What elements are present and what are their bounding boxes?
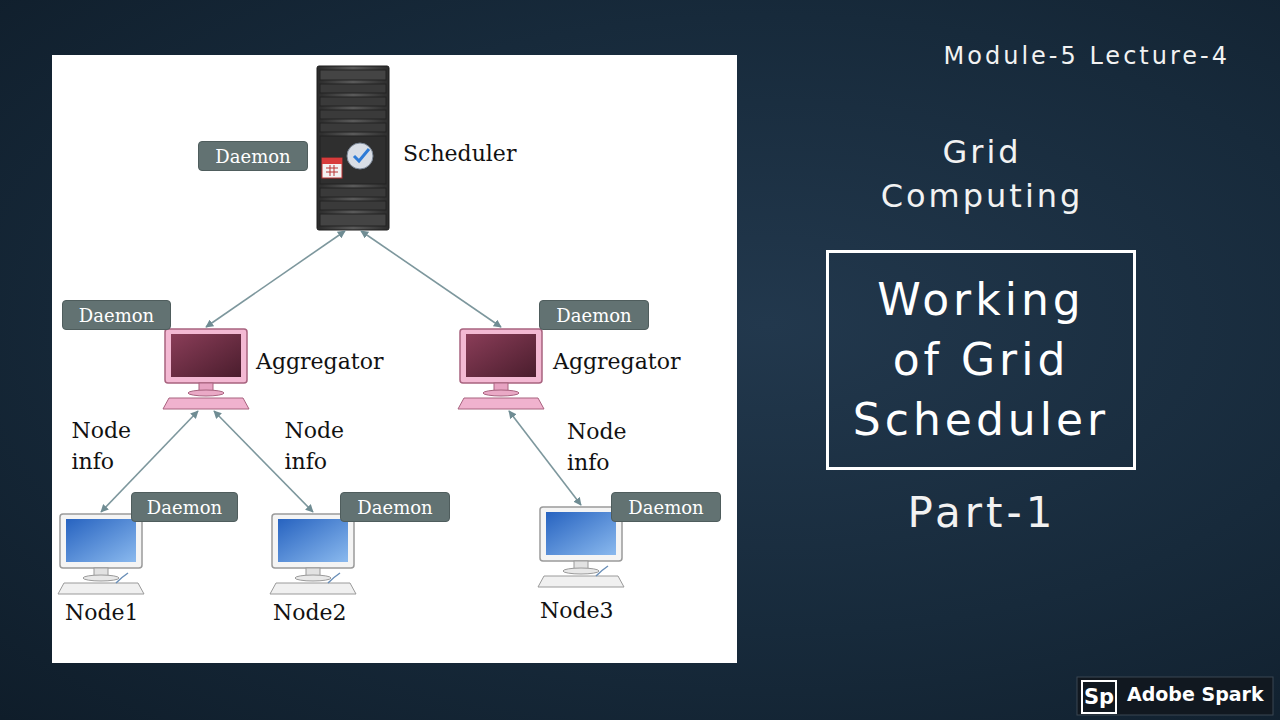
daemon-label: Daemon <box>215 146 290 167</box>
daemon-tag: Daemon <box>539 300 649 330</box>
node-computer: Node3Daemon <box>538 505 624 589</box>
server-icon <box>317 66 389 230</box>
daemon-tag: Daemon <box>62 300 171 330</box>
edge-label: Node info <box>567 416 633 478</box>
data-link <box>361 231 501 327</box>
aggregator-computer: AggregatorDaemon <box>458 327 544 411</box>
daemon-tag: Daemon <box>340 492 450 522</box>
edge-label: Node info <box>72 415 138 477</box>
daemon-label: Daemon <box>628 497 703 518</box>
node-computer: Node1Daemon <box>58 512 144 596</box>
aggregator-monitor <box>458 329 544 409</box>
daemon-label: Daemon <box>556 305 631 326</box>
edge-label: Node info <box>285 415 351 477</box>
clock-symbol <box>347 143 373 169</box>
daemon-tag: Daemon <box>198 141 308 171</box>
device-label: Aggregator <box>553 349 680 375</box>
calendar-symbol <box>322 158 342 178</box>
check-symbol <box>354 149 369 161</box>
brand-watermark: Adobe Spark <box>1127 683 1264 705</box>
lecture-label: Module-5 Lecture-4 <box>944 42 1230 70</box>
device-label: Node1 <box>65 600 139 626</box>
daemon-tag: Daemon <box>611 492 721 522</box>
aggregator-computer: AggregatorDaemon <box>163 327 249 411</box>
device-label: Node2 <box>273 600 347 626</box>
box-backdrop <box>826 250 1136 470</box>
slide-title: Grid Computing <box>857 130 1107 218</box>
topic-text: Working of Grid Scheduler <box>848 270 1114 450</box>
watermark-bar <box>1077 677 1273 715</box>
device-label: Aggregator <box>256 349 383 375</box>
diagram-panel <box>52 55 737 663</box>
device-label: Node3 <box>540 598 614 624</box>
scheduler-server: SchedulerDaemon <box>315 65 391 231</box>
node-computer: Node2Daemon <box>270 512 356 596</box>
device-label: Scheduler <box>403 141 516 167</box>
topic-box: Working of Grid Scheduler <box>826 250 1136 470</box>
node-monitor <box>270 514 356 594</box>
node-monitor <box>58 514 144 594</box>
data-link <box>206 231 345 327</box>
daemon-label: Daemon <box>147 497 222 518</box>
aggregator-monitor <box>163 329 249 409</box>
brand-logo: Sp <box>1081 680 1117 714</box>
part-label: Part-1 <box>882 488 1082 537</box>
daemon-label: Daemon <box>79 305 154 326</box>
daemon-tag: Daemon <box>131 492 238 522</box>
daemon-label: Daemon <box>357 497 432 518</box>
